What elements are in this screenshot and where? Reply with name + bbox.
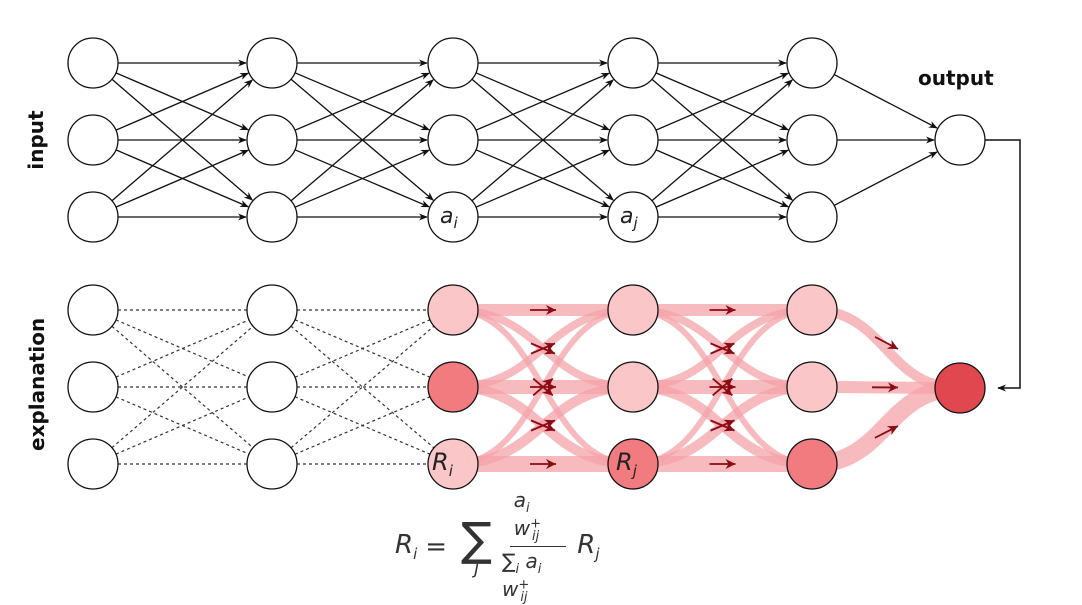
formula-sum: ∑ j: [461, 517, 492, 577]
forward-neuron: [68, 38, 118, 88]
output-relevance-neuron: [935, 363, 985, 413]
explanation-neuron: [247, 362, 297, 412]
explanation-neuron: [787, 285, 837, 335]
explanation-neuron: [608, 285, 658, 335]
formula-lhs: Ri: [395, 530, 417, 563]
forward-neuron: [428, 115, 478, 165]
dotted-edge: [116, 320, 249, 377]
forward-neuron: [68, 115, 118, 165]
forward-edge-to-output: [834, 152, 937, 205]
input-label: input: [24, 110, 48, 170]
explanation-neuron: [787, 439, 837, 489]
dotted-edge: [295, 397, 430, 454]
formula-equals: =: [425, 532, 447, 562]
explanation-neuron: [68, 439, 118, 489]
lrp-formula: Ri = ∑ j ai w+ij ∑i ai w+ij Rj: [395, 488, 600, 605]
explanation-neuron: [68, 362, 118, 412]
forward-neuron: [787, 38, 837, 88]
formula-rhs: Rj: [577, 530, 599, 563]
explanation-neuron: [247, 285, 297, 335]
explanation-neuron: [787, 362, 837, 412]
forward-neuron: [247, 38, 297, 88]
dotted-edge: [295, 320, 430, 377]
forward-neuron: [608, 38, 658, 88]
explanation-neuron: [608, 362, 658, 412]
forward-neuron: [608, 115, 658, 165]
explanation-neuron: [247, 439, 297, 489]
explanation-neuron: [428, 285, 478, 335]
explanation-neuron: [428, 362, 478, 412]
forward-neuron: [787, 192, 837, 242]
forward-neuron: [787, 115, 837, 165]
forward-neuron: [247, 192, 297, 242]
output-to-explanation-connector: [985, 140, 1020, 388]
output-label: output: [918, 66, 994, 90]
explanation-neuron: [68, 285, 118, 335]
explanation-label: explanation: [25, 321, 49, 451]
formula-fraction: ai w+ij ∑i ai w+ij: [502, 488, 573, 605]
forward-neuron: [428, 38, 478, 88]
output-neuron: [935, 115, 985, 165]
dotted-edge: [116, 397, 249, 454]
forward-neuron: [247, 115, 297, 165]
forward-neuron: [68, 192, 118, 242]
